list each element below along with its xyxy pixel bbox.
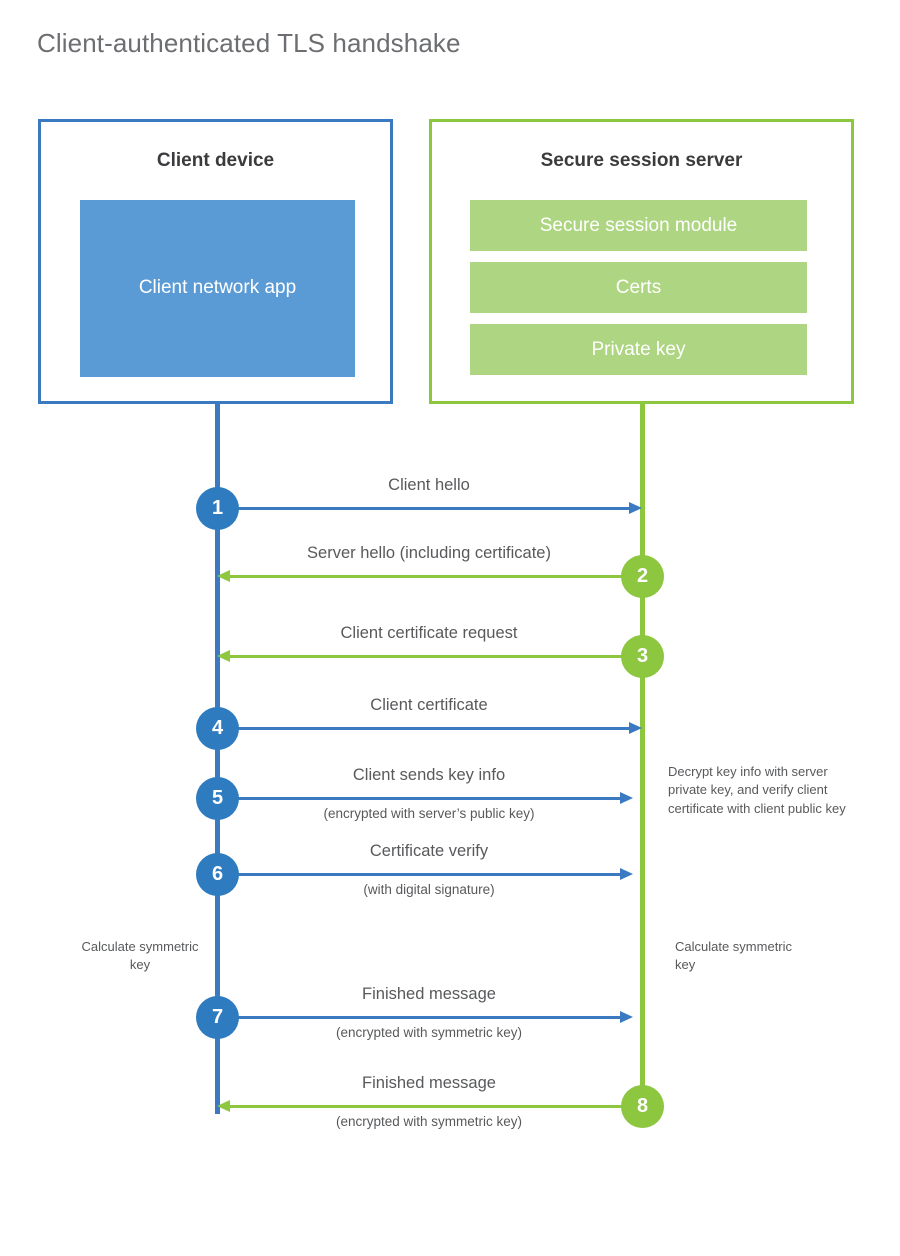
message-label-6: Certificate verify bbox=[369, 842, 489, 860]
step-circle-8[interactable]: 8 bbox=[621, 1085, 664, 1128]
client-device-box: Client device Client network app bbox=[38, 119, 393, 404]
step-circle-5[interactable]: 5 bbox=[196, 777, 239, 820]
client-lifeline bbox=[215, 402, 220, 1114]
arrow-head-right-1 bbox=[629, 502, 642, 514]
message-sublabel-5: (encrypted with server’s public key) bbox=[323, 806, 535, 821]
step-circle-3[interactable]: 3 bbox=[621, 635, 664, 678]
message-label-2: Server hello (including certificate) bbox=[307, 544, 551, 562]
arrow-head-left-2 bbox=[217, 570, 230, 582]
step-circle-4[interactable]: 4 bbox=[196, 707, 239, 750]
message-label-8: Finished message bbox=[362, 1074, 496, 1092]
server-module-secure-session-module: Secure session module bbox=[470, 200, 807, 251]
secure-session-server-title: Secure session server bbox=[540, 150, 743, 171]
message-line-5 bbox=[217, 797, 620, 800]
message-label-1: Client hello bbox=[388, 476, 470, 494]
message-sublabel-6: (with digital signature) bbox=[363, 882, 495, 897]
annotation-server-decrypt: Decrypt key info with server private key… bbox=[668, 764, 846, 816]
message-line-7 bbox=[217, 1016, 620, 1019]
arrow-head-left-8 bbox=[217, 1100, 230, 1112]
message-line-3 bbox=[230, 655, 642, 658]
message-line-8 bbox=[230, 1105, 642, 1108]
message-sublabel-8: (encrypted with symmetric key) bbox=[335, 1114, 523, 1129]
secure-session-server-box: Secure session server Secure session mod… bbox=[429, 119, 854, 404]
arrow-head-right-4 bbox=[629, 722, 642, 734]
client-device-title: Client device bbox=[156, 150, 275, 171]
annotation-client-calculate-symmetric-key: Calculate symmetric key bbox=[81, 939, 199, 973]
message-label-3: Client certificate request bbox=[340, 624, 518, 642]
arrow-head-right-6 bbox=[620, 868, 633, 880]
arrow-head-left-3 bbox=[217, 650, 230, 662]
server-module-private-key: Private key bbox=[470, 324, 807, 375]
server-module-certs: Certs bbox=[470, 262, 807, 313]
client-network-app-block: Client network app bbox=[80, 200, 355, 377]
message-label-4: Client certificate bbox=[370, 696, 488, 714]
step-circle-6[interactable]: 6 bbox=[196, 853, 239, 896]
arrow-head-right-5 bbox=[620, 792, 633, 804]
server-module-stack: Secure session module Certs Private key bbox=[470, 200, 807, 375]
step-circle-7[interactable]: 7 bbox=[196, 996, 239, 1039]
annotation-server-calculate-symmetric-key: Calculate symmetric key bbox=[675, 939, 793, 973]
message-line-6 bbox=[217, 873, 620, 876]
step-circle-1[interactable]: 1 bbox=[196, 487, 239, 530]
message-line-1 bbox=[217, 507, 629, 510]
message-label-7: Finished message bbox=[362, 985, 496, 1003]
server-lifeline bbox=[640, 402, 645, 1110]
step-circle-2[interactable]: 2 bbox=[621, 555, 664, 598]
page-title: Client-authenticated TLS handshake bbox=[37, 28, 461, 58]
message-line-4 bbox=[217, 727, 629, 730]
message-sublabel-7: (encrypted with symmetric key) bbox=[335, 1025, 523, 1040]
message-label-5: Client sends key info bbox=[352, 766, 506, 784]
arrow-head-right-7 bbox=[620, 1011, 633, 1023]
message-line-2 bbox=[230, 575, 642, 578]
